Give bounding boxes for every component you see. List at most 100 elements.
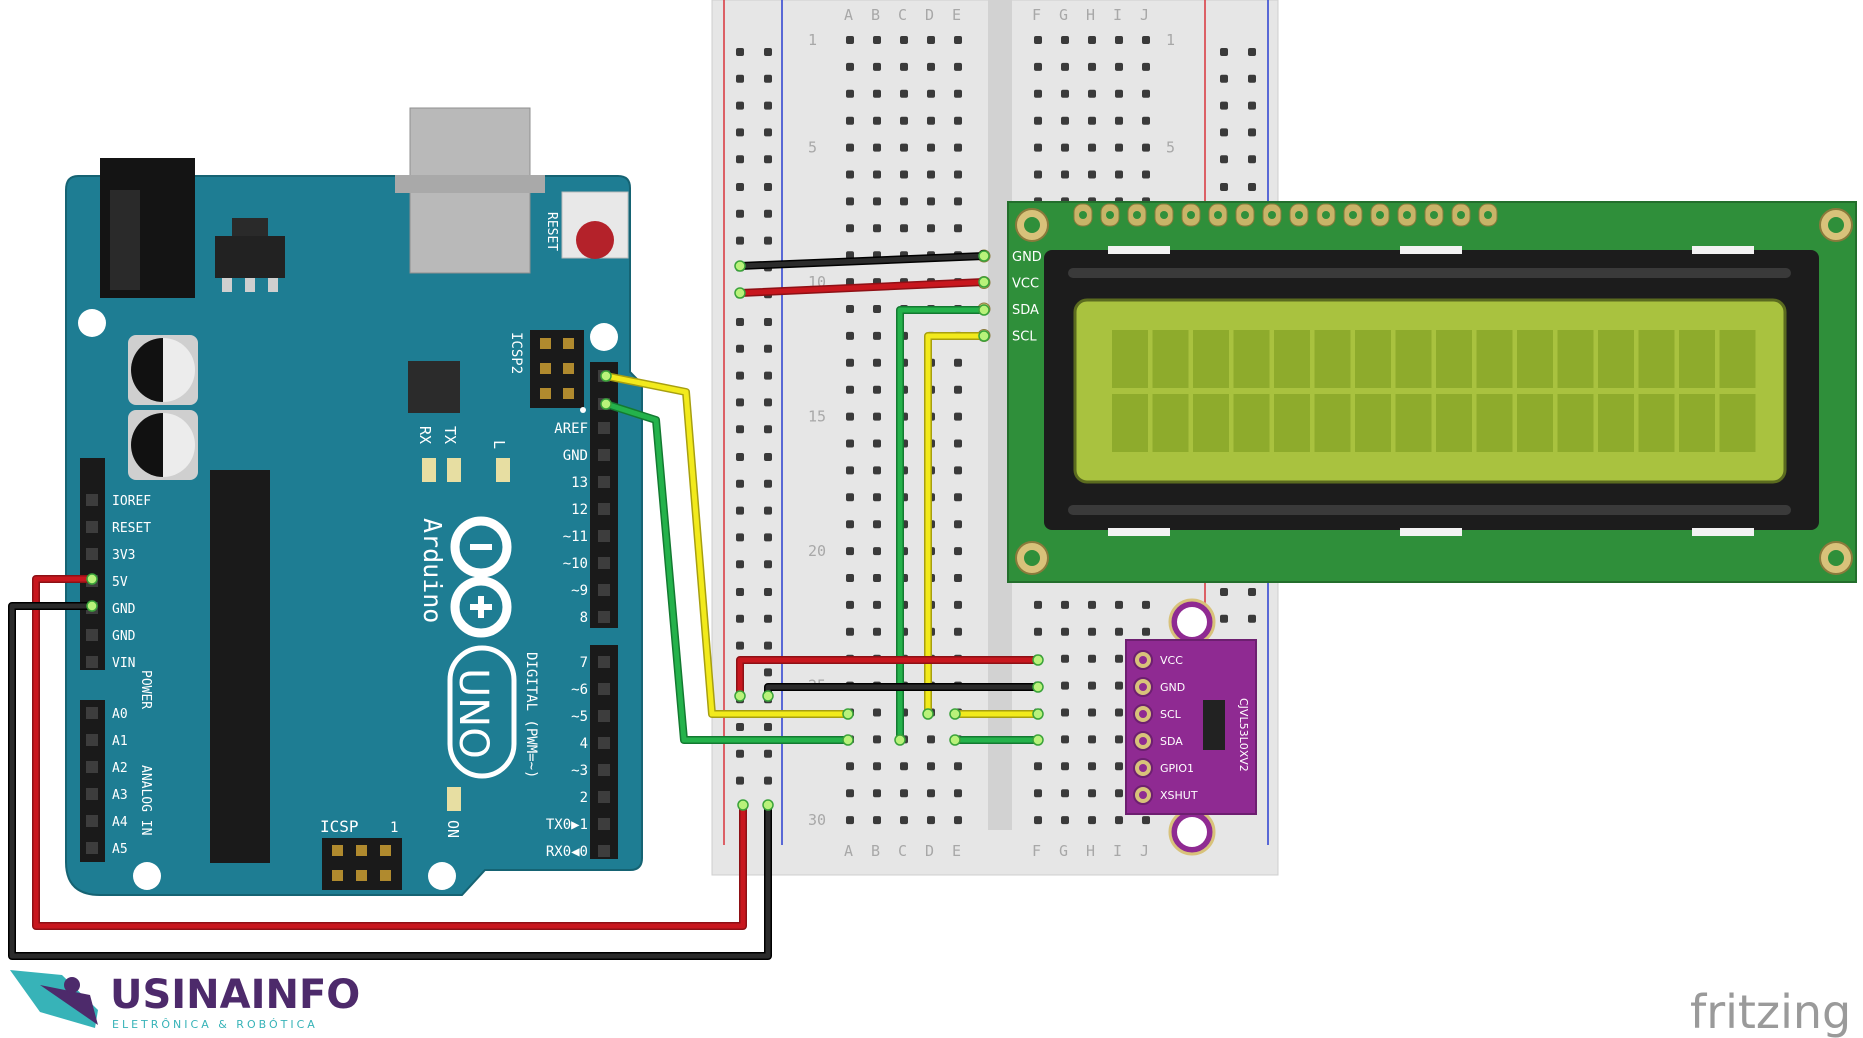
breadboard-hole xyxy=(900,816,908,825)
digital-pin-label: 8 xyxy=(580,610,588,626)
breadboard-hole xyxy=(846,224,854,233)
breadboard-hole xyxy=(900,36,908,44)
wire-endpoint xyxy=(949,734,961,746)
lcd-cell xyxy=(1233,394,1270,452)
breadboard-hole xyxy=(1034,789,1042,798)
rail-hole xyxy=(736,398,744,407)
lcd-cell xyxy=(1436,394,1472,452)
breadboard-hole xyxy=(873,816,881,825)
lcd-cell xyxy=(1355,330,1391,388)
digital-pin-label: ~5 xyxy=(571,709,588,725)
rail-hole xyxy=(736,641,744,650)
breadboard-hole xyxy=(1088,116,1096,125)
lcd-cell xyxy=(1517,330,1553,388)
rail-hole xyxy=(764,668,772,677)
lcd-cell xyxy=(1638,330,1675,388)
breadboard-hole xyxy=(954,789,962,798)
power-pin-label: 5V xyxy=(112,575,128,590)
breadboard-hole xyxy=(954,520,962,529)
wire-endpoint xyxy=(894,734,906,746)
lcd-pin-label: SCL xyxy=(1012,330,1037,345)
breadboard-hole xyxy=(873,412,881,421)
lcd-cell xyxy=(1152,330,1189,388)
wire-endpoint xyxy=(1032,654,1044,666)
breadboard-hole xyxy=(954,385,962,394)
column-label-bottom: H xyxy=(1086,842,1095,860)
column-label-bottom: I xyxy=(1113,842,1122,860)
power-pin-label: 3V3 xyxy=(112,548,135,563)
usinainfo-logo-icon xyxy=(10,970,98,1028)
breadboard-hole xyxy=(873,197,881,206)
header-pin xyxy=(598,422,610,434)
wire-endpoint xyxy=(762,799,774,811)
rail-hole xyxy=(1220,183,1228,191)
sensor-name: CJVL53L0XV2 xyxy=(1237,698,1250,772)
row-number-left: 20 xyxy=(808,542,826,560)
lcd-cell xyxy=(1112,394,1148,452)
sensor-pin-label: VCC xyxy=(1160,654,1183,667)
rail-hole xyxy=(764,425,772,434)
breadboard-hole xyxy=(846,574,854,582)
wire-endpoint xyxy=(734,260,746,272)
on-label: ON xyxy=(444,820,462,838)
lcd-cell xyxy=(1476,330,1513,388)
breadboard-hole xyxy=(927,116,935,125)
rail-hole xyxy=(736,48,744,56)
digital-pin-label: ~6 xyxy=(571,682,588,698)
sensor-pin-label: SDA xyxy=(1160,735,1183,748)
breadboard-hole xyxy=(927,816,935,825)
breadboard-hole xyxy=(873,439,881,448)
breadboard-hole xyxy=(1142,600,1150,609)
breadboard-hole xyxy=(846,385,854,394)
lcd-cell xyxy=(1638,394,1675,452)
usinainfo-brand: USINAINFO xyxy=(110,972,360,1018)
breadboard-hole xyxy=(954,547,962,556)
rail-hole xyxy=(764,398,772,407)
rail-hole xyxy=(1220,155,1228,164)
rail-hole xyxy=(764,183,772,191)
column-label-bottom: G xyxy=(1059,842,1068,860)
wire-endpoint xyxy=(1032,708,1044,720)
rail-hole xyxy=(736,318,744,326)
analog-header xyxy=(80,700,105,862)
arduino-brand: Arduino xyxy=(418,518,447,623)
analog-pin-label: A5 xyxy=(112,842,128,857)
rail-hole xyxy=(764,479,772,488)
row-number-left: 1 xyxy=(808,31,817,49)
wire-endpoint xyxy=(737,799,749,811)
breadboard-hole xyxy=(1088,170,1096,179)
header-pin xyxy=(598,449,610,461)
breadboard-hole xyxy=(927,789,935,798)
lcd-cell xyxy=(1233,330,1270,388)
rail-hole xyxy=(1220,101,1228,110)
reset-button-cap[interactable] xyxy=(576,221,614,259)
power-pin-label: RESET xyxy=(112,521,151,536)
icsp-label: ICSP xyxy=(320,817,359,836)
breadboard-hole xyxy=(873,466,881,475)
breadboard-hole xyxy=(1061,170,1069,179)
power-pin-label: VIN xyxy=(112,656,135,671)
rail-hole xyxy=(736,344,744,353)
breadboard-hole xyxy=(1034,89,1042,98)
breadboard-hole xyxy=(927,143,935,152)
column-label-top: G xyxy=(1059,6,1068,24)
rail-hole xyxy=(764,533,772,542)
breadboard-hole xyxy=(954,439,962,448)
tx-label: TX xyxy=(441,426,459,444)
column-label-bottom: F xyxy=(1032,842,1041,860)
breadboard-hole xyxy=(954,36,962,44)
breadboard-hole xyxy=(954,197,962,206)
lcd-cell xyxy=(1395,394,1432,452)
breadboard-hole xyxy=(900,143,908,152)
breadboard-hole xyxy=(846,62,854,71)
breadboard-hole xyxy=(1088,762,1096,771)
sensor-chip xyxy=(1203,700,1225,750)
breadboard-hole xyxy=(846,627,854,636)
column-label-top: C xyxy=(898,6,907,24)
breadboard-hole xyxy=(873,116,881,125)
sensor-pcb xyxy=(1125,639,1257,815)
breadboard-hole xyxy=(846,305,854,313)
breadboard-hole xyxy=(927,62,935,71)
header-pin xyxy=(86,761,98,773)
rail-hole xyxy=(736,453,744,461)
